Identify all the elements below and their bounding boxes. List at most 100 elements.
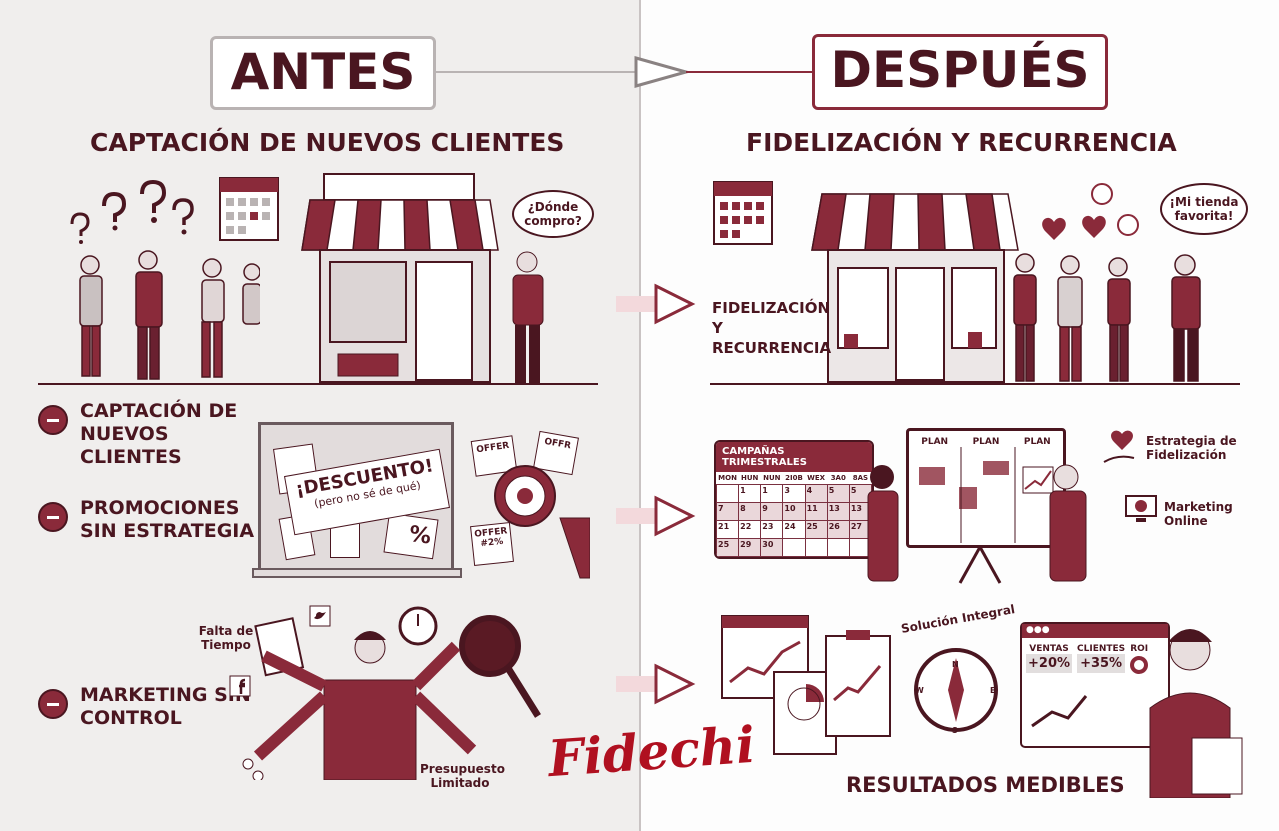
resultados-label: RESULTADOS MEDIBLES — [846, 773, 1125, 797]
presenter-illustration — [1149, 629, 1243, 798]
twitter-icon — [309, 605, 331, 627]
plan-label: PLAN — [972, 437, 1000, 447]
calendar-cell: 21 — [716, 520, 740, 539]
calendar-day-header: NUN — [763, 474, 781, 482]
window-dots: ●●● — [1022, 624, 1168, 638]
calendar-cell: 1 — [760, 484, 784, 503]
calendar-cell: 13 — [826, 502, 850, 521]
overwhelmed-marketer-illustration — [229, 605, 541, 780]
calendar-title: CAMPAÑAS TRIMESTRALES — [716, 442, 872, 472]
despues-subtitle: FIDELIZACIÓN Y RECURRENCIA — [746, 128, 1177, 157]
kpi-value: +20% — [1026, 654, 1073, 673]
fidelizacion-label: FIDELIZACIÓN Y RECURRENCIA — [712, 299, 832, 357]
item-promociones: PROMOCIONES SIN ESTRATEGIA — [80, 497, 255, 542]
calendar-cell: 26 — [826, 520, 850, 539]
marketing-online-label: Marketing Online — [1164, 500, 1233, 528]
line-chart-icon — [1031, 695, 1088, 728]
plan-board: PLAN PLAN PLAN — [906, 428, 1066, 548]
antes-title: ANTES — [210, 36, 436, 110]
roi-donut-icon — [1130, 656, 1149, 674]
calendar-cell: 5 — [826, 484, 850, 503]
plan-label: PLAN — [1023, 437, 1051, 447]
calendar-cell — [782, 538, 806, 557]
calendar-day-header: WEX — [807, 474, 826, 482]
calendar-cell: 23 — [760, 520, 784, 539]
calendar-day-header: MON — [718, 474, 737, 482]
confused-people-illustration — [70, 180, 260, 380]
ground-line — [38, 383, 598, 385]
thought-bubble-despues: ¡Mi tienda favorita! — [1160, 183, 1248, 235]
presupuesto-label: Presupuesto Limitado — [420, 762, 505, 790]
percent-note: % — [383, 512, 439, 560]
compass-e: E — [990, 686, 996, 695]
ground-line — [710, 383, 1240, 385]
item-captacion: CAPTACIÓN DE NUEVOS CLIENTES — [80, 400, 238, 468]
team-planning-illustration — [867, 464, 1087, 584]
hearts-smileys-icon — [1042, 183, 1139, 240]
kpi-label: CLIENTES — [1077, 644, 1126, 654]
antes-subtitle: CAPTACIÓN DE NUEVOS CLIENTES — [90, 128, 565, 157]
calendar-cell: 4 — [804, 484, 828, 503]
minus-icon — [38, 502, 68, 532]
calendar-day-header: 8AS — [852, 474, 869, 482]
minus-icon — [38, 405, 68, 435]
item-marketing: MARKETING SIN CONTROL — [80, 684, 251, 729]
falta-tiempo-label: Falta de Tiempo — [198, 624, 254, 652]
compass-s: S — [952, 726, 958, 735]
kpi-label: ROI — [1130, 644, 1149, 654]
plan-flowchart — [919, 447, 1054, 543]
kpi-clientes: CLIENTES+35% — [1077, 644, 1126, 676]
calendar-cell — [826, 538, 850, 557]
storefront-favorite-illustration — [811, 193, 1019, 383]
calendar-cell: 25 — [804, 520, 828, 539]
calendar-cell: 1 — [738, 484, 762, 503]
calendar-day-header: HUN — [741, 474, 759, 482]
calendar-cell: 29 — [738, 538, 762, 557]
calendar-cell: 27 — [848, 520, 872, 539]
calendar-cell: 30 — [760, 538, 784, 557]
arrow-right-icon — [616, 495, 696, 537]
storefront-gray-illustration — [301, 173, 499, 383]
calendar-cell — [716, 484, 740, 503]
reports-illustration — [721, 615, 998, 755]
kpi-dashboard: ●●● VENTAS+20% CLIENTES+35% ROI — [1020, 622, 1170, 748]
happy-customers-illustration — [1013, 253, 1201, 382]
calendar-cell: 25 — [716, 538, 740, 557]
dartboard-icon — [494, 465, 590, 579]
calendar-cell: 10 — [782, 502, 806, 521]
divider — [639, 0, 641, 831]
heart-hand-icon — [1103, 430, 1135, 463]
arrow-right-icon — [616, 663, 696, 705]
arrow-right-icon — [616, 283, 696, 325]
despues-title: DESPUÉS — [812, 34, 1108, 110]
calendar-cell: 11 — [804, 502, 828, 521]
calendar-cell: 24 — [782, 520, 806, 539]
calendar-day-header: 3A0 — [830, 474, 846, 482]
facebook-icon — [229, 675, 251, 697]
compass-n: N — [952, 660, 959, 669]
calendar-cell — [804, 538, 828, 557]
minus-icon — [38, 689, 68, 719]
compass-w: W — [915, 686, 924, 695]
kpi-label: VENTAS — [1029, 644, 1069, 654]
calendar-cell: 7 — [716, 502, 740, 521]
thought-bubble-antes: ¿Dónde compro? — [512, 190, 594, 238]
calendar-cell: 9 — [760, 502, 784, 521]
kpi-roi: ROI — [1130, 644, 1149, 676]
calendar-cell: 22 — [738, 520, 762, 539]
top-arrow-icon — [436, 56, 812, 88]
plan-label: PLAN — [921, 437, 949, 447]
kpi-ventas: VENTAS+20% — [1026, 644, 1073, 676]
person-waiting-illustration — [512, 251, 544, 383]
window-sill — [252, 568, 462, 578]
calendar-cell: 3 — [782, 484, 806, 503]
calendar-icon — [219, 177, 279, 241]
calendar-day-header: 2I0B — [785, 474, 803, 482]
kpi-value: +35% — [1077, 654, 1126, 673]
campaign-calendar: CAMPAÑAS TRIMESTRALES MON HUN NUN 2I0B WEX 3A… — [714, 440, 874, 559]
calendar-icon — [713, 181, 773, 245]
calendar-cell: 8 — [738, 502, 762, 521]
monitor-globe-icon — [1125, 495, 1157, 522]
estrategia-label: Estrategia de Fidelización — [1146, 434, 1237, 462]
